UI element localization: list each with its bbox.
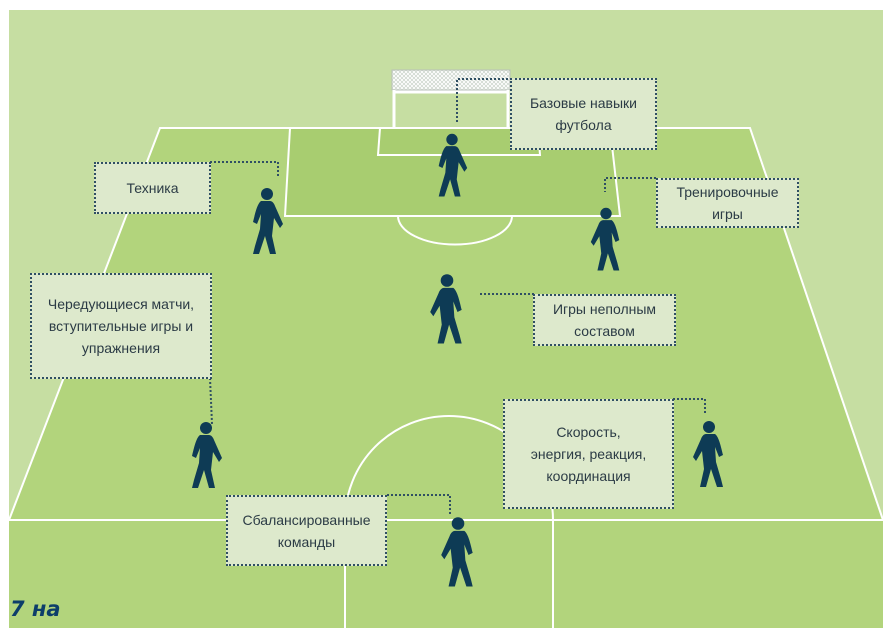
label-speed-energy: Скорость,энергия, реакция,координация [503, 399, 674, 509]
goal-net-icon [391, 69, 511, 128]
label-technique: Техника [94, 162, 211, 214]
footer-title: 7 на [10, 597, 61, 621]
